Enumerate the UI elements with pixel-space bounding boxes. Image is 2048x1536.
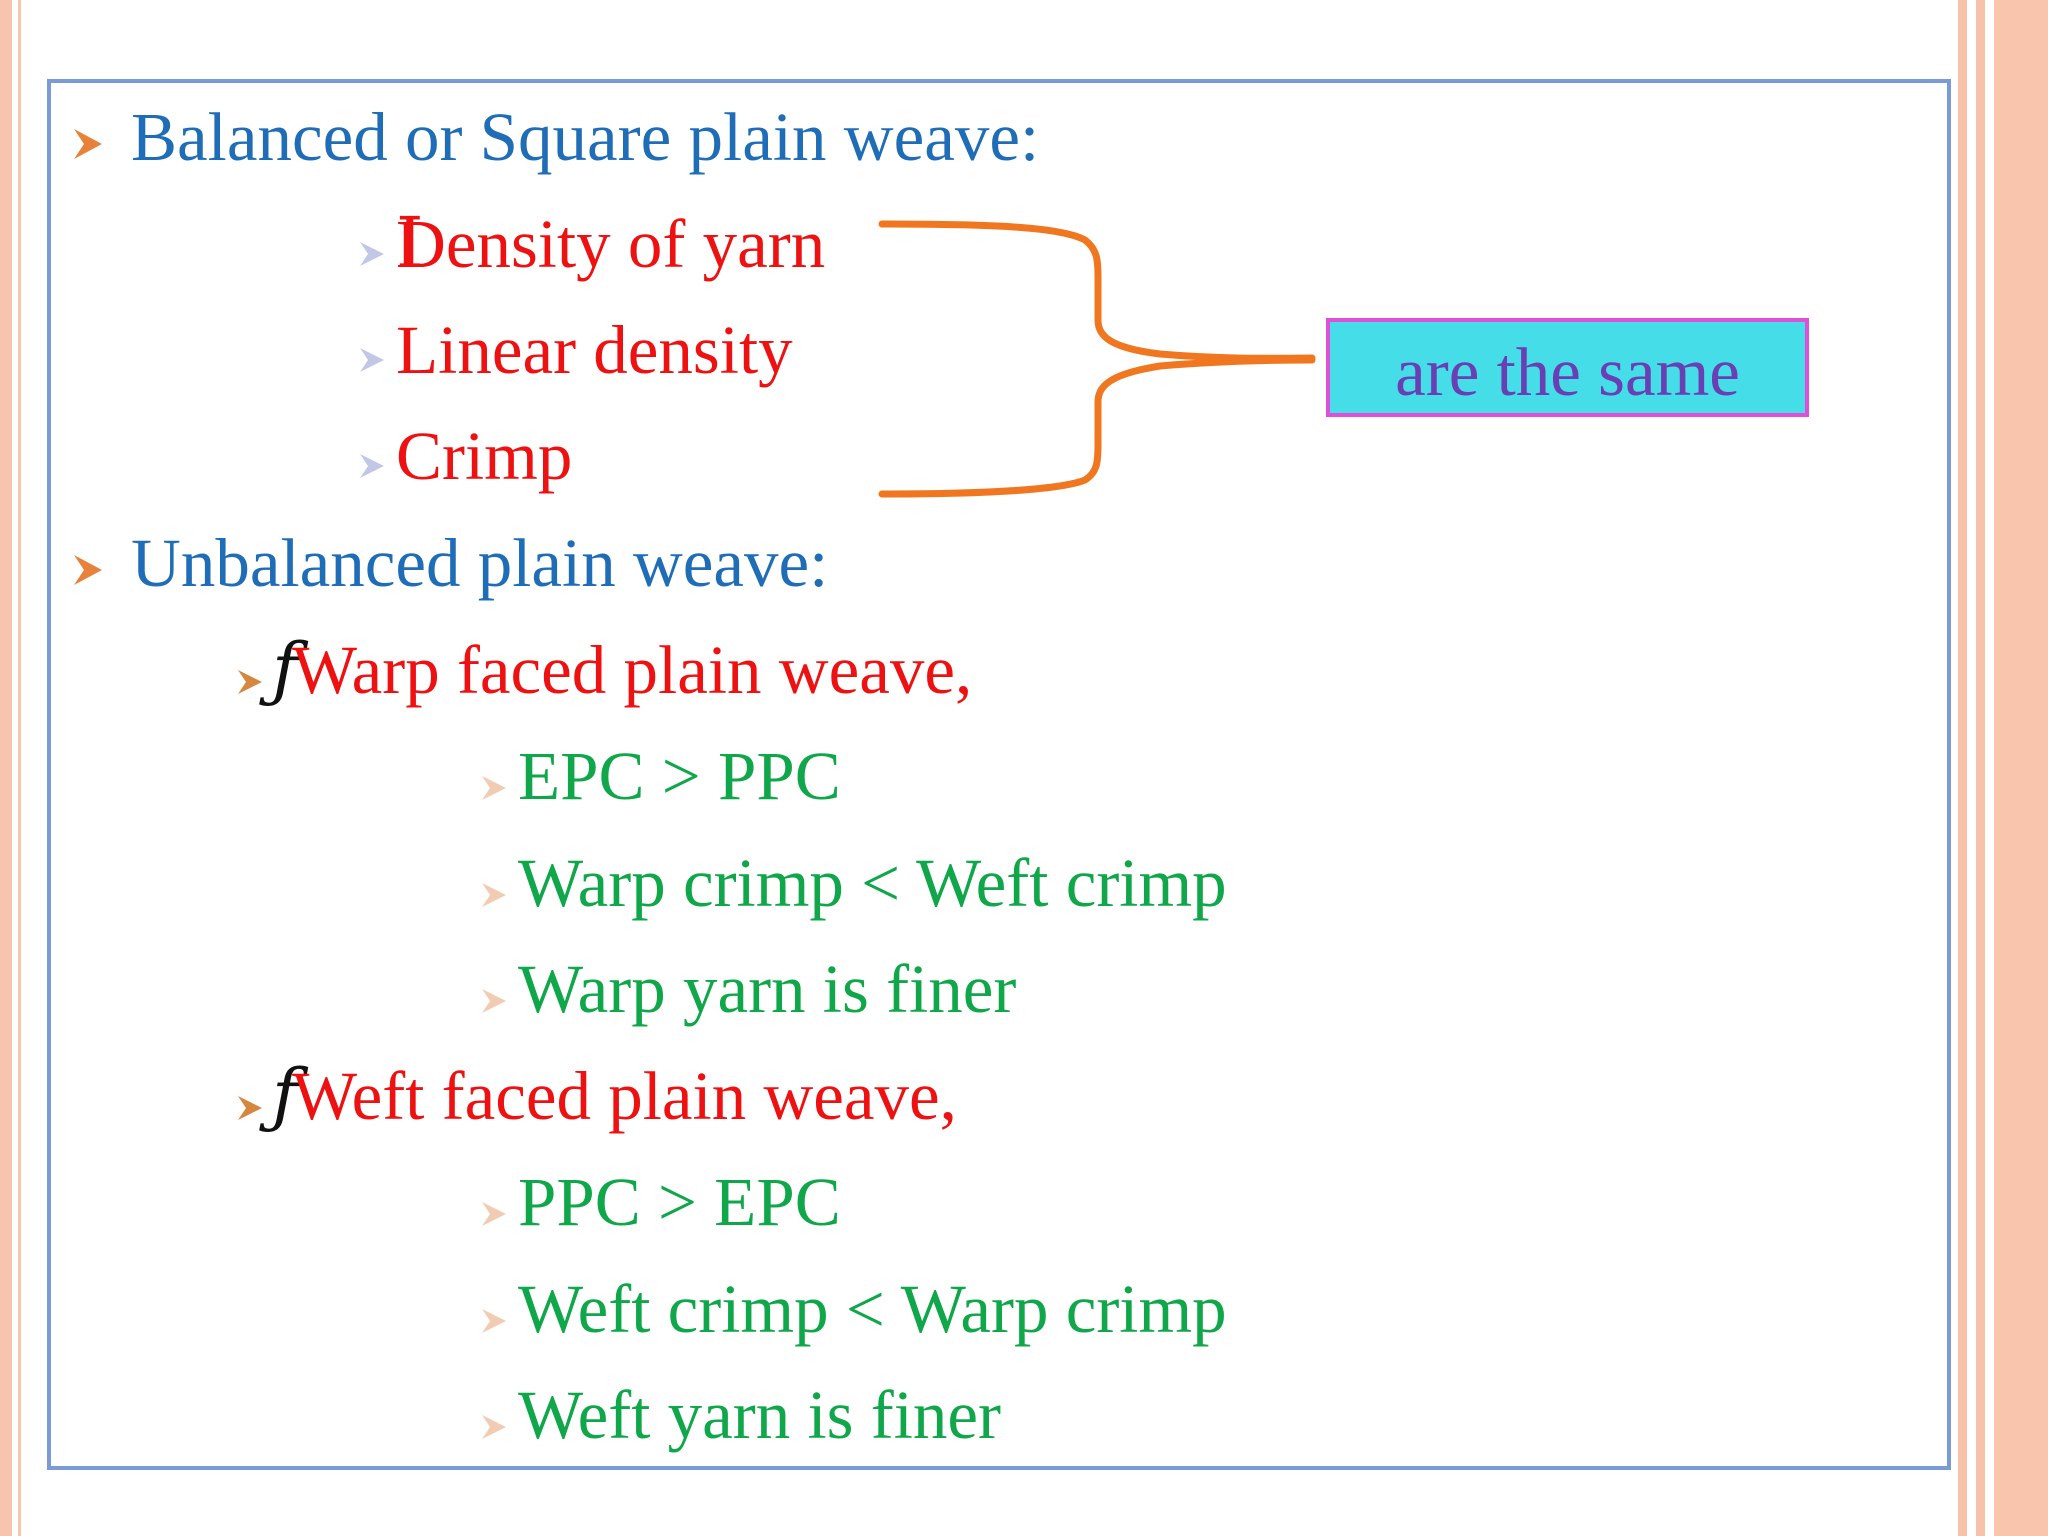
- left-border-stripe: [0, 0, 12, 1536]
- weft-faced-label: Weft faced plain weave,: [292, 1058, 957, 1134]
- warp-detail: Warp crimp < Weft crimp: [518, 845, 1227, 921]
- right-border-stripe-2: [1976, 0, 1985, 1536]
- arrow-bullet-icon: [72, 127, 104, 161]
- balanced-item: Linear density: [396, 312, 793, 388]
- arrow-bullet-icon: [480, 1307, 508, 1335]
- arrow-bullet-icon: [480, 1413, 508, 1441]
- arrow-bullet-icon: [480, 987, 508, 1015]
- warp-detail: EPC > PPC: [518, 738, 841, 814]
- arrow-bullet-icon: [236, 668, 264, 696]
- stray-glyph: ƒ: [272, 628, 298, 710]
- arrow-bullet-icon: [72, 553, 104, 587]
- warp-faced-label: Warp faced plain weave,: [292, 632, 973, 708]
- stray-glyph: I: [396, 202, 424, 284]
- callout-box: are the same: [1326, 318, 1809, 417]
- arrow-bullet-icon: [480, 774, 508, 802]
- weft-detail: Weft yarn is finer: [518, 1377, 1001, 1453]
- stray-glyph: ƒ: [272, 1054, 298, 1136]
- unbalanced-heading: Unbalanced plain weave:: [131, 525, 829, 601]
- arrow-bullet-icon: [358, 346, 386, 374]
- warp-detail: Warp yarn is finer: [518, 951, 1017, 1027]
- left-border-line: [18, 0, 21, 1536]
- balanced-item: Crimp: [396, 418, 573, 494]
- weft-detail: Weft crimp < Warp crimp: [518, 1271, 1227, 1347]
- arrow-bullet-icon: [480, 1200, 508, 1228]
- arrow-bullet-icon: [480, 881, 508, 909]
- right-border-stripe-1: [1958, 0, 1967, 1536]
- arrow-bullet-icon: [358, 452, 386, 480]
- content-frame: [47, 79, 1951, 1470]
- arrow-bullet-icon: [236, 1094, 264, 1122]
- balanced-heading: Balanced or Square plain weave:: [131, 99, 1040, 175]
- arrow-bullet-icon: [358, 240, 386, 268]
- balanced-item: Density of yarn: [396, 206, 826, 282]
- right-border-band: [1994, 0, 2048, 1536]
- weft-detail: PPC > EPC: [518, 1164, 841, 1240]
